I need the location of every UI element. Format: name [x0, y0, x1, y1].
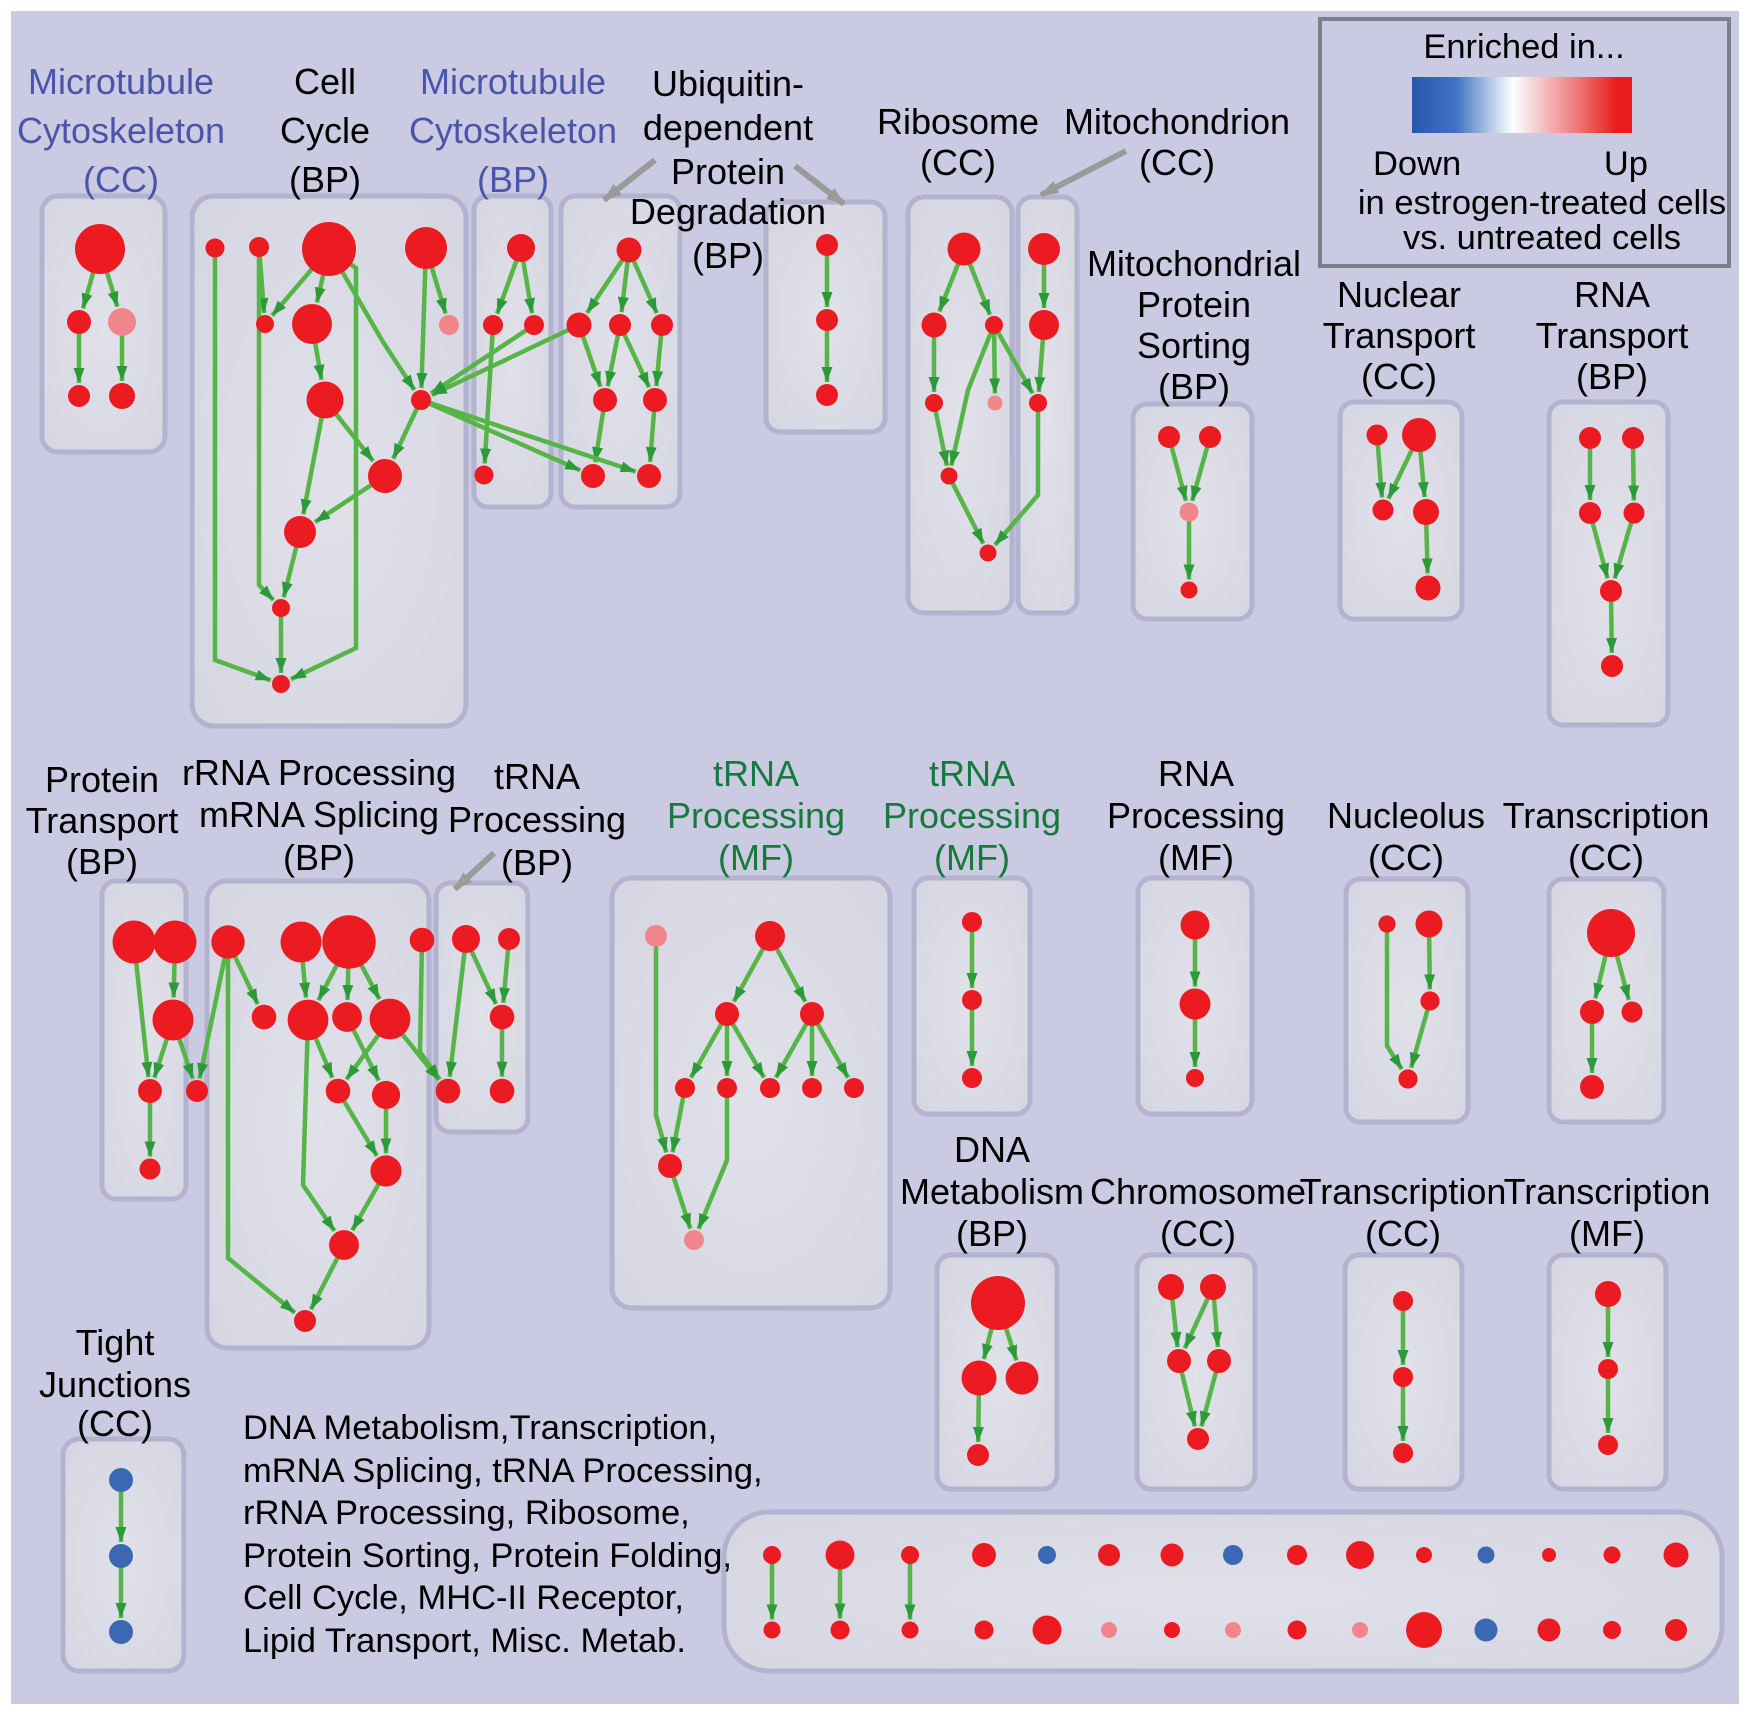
svg-text:mRNA Splicing, tRNA Processing: mRNA Splicing, tRNA Processing, — [243, 1452, 763, 1490]
svg-text:DNA: DNA — [954, 1129, 1030, 1170]
svg-text:in estrogen-treated cells: in estrogen-treated cells — [1358, 184, 1726, 222]
svg-text:RNA: RNA — [1574, 274, 1650, 315]
svg-text:Transport: Transport — [1323, 315, 1476, 356]
svg-text:(CC): (CC) — [1365, 1213, 1441, 1254]
svg-text:Ubiquitin-: Ubiquitin- — [652, 63, 804, 104]
svg-text:Mitochondrion: Mitochondrion — [1064, 101, 1290, 142]
svg-text:(BP): (BP) — [956, 1213, 1028, 1254]
svg-text:Transcription: Transcription — [1503, 795, 1710, 836]
svg-text:Cell: Cell — [294, 61, 356, 102]
svg-text:Protein: Protein — [671, 151, 785, 192]
svg-text:Cell Cycle, MHC-II Receptor,: Cell Cycle, MHC-II Receptor, — [243, 1579, 684, 1617]
svg-text:Sorting: Sorting — [1137, 325, 1251, 366]
svg-text:Processing: Processing — [667, 795, 845, 836]
svg-text:Cycle: Cycle — [280, 110, 370, 151]
svg-text:(CC): (CC) — [1160, 1213, 1236, 1254]
svg-text:(BP): (BP) — [1576, 356, 1648, 397]
svg-text:tRNA: tRNA — [929, 753, 1015, 794]
svg-text:Lipid Transport, Misc. Metab.: Lipid Transport, Misc. Metab. — [243, 1622, 686, 1660]
svg-text:Microtubule: Microtubule — [420, 61, 606, 102]
svg-text:Protein: Protein — [1137, 284, 1251, 325]
svg-text:Transport: Transport — [1536, 315, 1689, 356]
svg-text:(BP): (BP) — [283, 837, 355, 878]
svg-text:Up: Up — [1604, 145, 1648, 183]
svg-text:vs. untreated cells: vs. untreated cells — [1403, 219, 1681, 257]
svg-text:(CC): (CC) — [77, 1403, 153, 1444]
svg-text:Processing: Processing — [1107, 795, 1285, 836]
svg-text:(CC): (CC) — [83, 159, 159, 200]
svg-text:(BP): (BP) — [477, 159, 549, 200]
svg-text:(BP): (BP) — [501, 842, 573, 883]
svg-text:Transcription: Transcription — [1504, 1171, 1711, 1212]
svg-text:Protein: Protein — [45, 759, 159, 800]
svg-text:Protein Sorting, Protein Foldi: Protein Sorting, Protein Folding, — [243, 1537, 732, 1575]
svg-text:(MF): (MF) — [934, 837, 1010, 878]
svg-text:rRNA Processing, Ribosome,: rRNA Processing, Ribosome, — [243, 1494, 690, 1532]
svg-text:Nucleolus: Nucleolus — [1327, 795, 1485, 836]
svg-text:tRNA: tRNA — [713, 753, 799, 794]
svg-text:Cytoskeleton: Cytoskeleton — [17, 110, 225, 151]
svg-text:dependent: dependent — [643, 107, 813, 148]
svg-text:(BP): (BP) — [289, 159, 361, 200]
svg-text:(BP): (BP) — [692, 235, 764, 276]
svg-text:Enriched in...: Enriched in... — [1423, 28, 1624, 66]
svg-text:rRNA Processing: rRNA Processing — [182, 752, 456, 793]
svg-text:Nuclear: Nuclear — [1337, 274, 1461, 315]
svg-text:(MF): (MF) — [1158, 837, 1234, 878]
svg-text:(CC): (CC) — [1568, 837, 1644, 878]
svg-text:Processing: Processing — [448, 799, 626, 840]
svg-text:Microtubule: Microtubule — [28, 61, 214, 102]
svg-text:(CC): (CC) — [1361, 356, 1437, 397]
svg-text:Degradation: Degradation — [630, 191, 826, 232]
svg-text:mRNA Splicing: mRNA Splicing — [199, 794, 439, 835]
svg-text:Junctions: Junctions — [39, 1364, 191, 1405]
svg-text:Chromosome: Chromosome — [1090, 1171, 1306, 1212]
svg-text:(CC): (CC) — [1139, 142, 1215, 183]
svg-text:Cytoskeleton: Cytoskeleton — [409, 110, 617, 151]
svg-text:DNA Metabolism,Transcription,: DNA Metabolism,Transcription, — [243, 1409, 717, 1447]
svg-text:Transport: Transport — [26, 800, 179, 841]
svg-text:(MF): (MF) — [718, 837, 794, 878]
svg-text:RNA: RNA — [1158, 753, 1234, 794]
svg-text:Processing: Processing — [883, 795, 1061, 836]
svg-text:Transcription: Transcription — [1300, 1171, 1507, 1212]
svg-text:Tight: Tight — [76, 1322, 155, 1363]
svg-text:Ribosome: Ribosome — [877, 101, 1039, 142]
svg-text:Metabolism: Metabolism — [900, 1171, 1084, 1212]
svg-text:Mitochondrial: Mitochondrial — [1087, 243, 1301, 284]
svg-text:tRNA: tRNA — [494, 756, 580, 797]
svg-text:Down: Down — [1373, 145, 1461, 183]
svg-text:(CC): (CC) — [1368, 837, 1444, 878]
svg-text:(MF): (MF) — [1569, 1213, 1645, 1254]
svg-text:(BP): (BP) — [66, 841, 138, 882]
svg-text:(CC): (CC) — [920, 142, 996, 183]
svg-text:(BP): (BP) — [1158, 366, 1230, 407]
